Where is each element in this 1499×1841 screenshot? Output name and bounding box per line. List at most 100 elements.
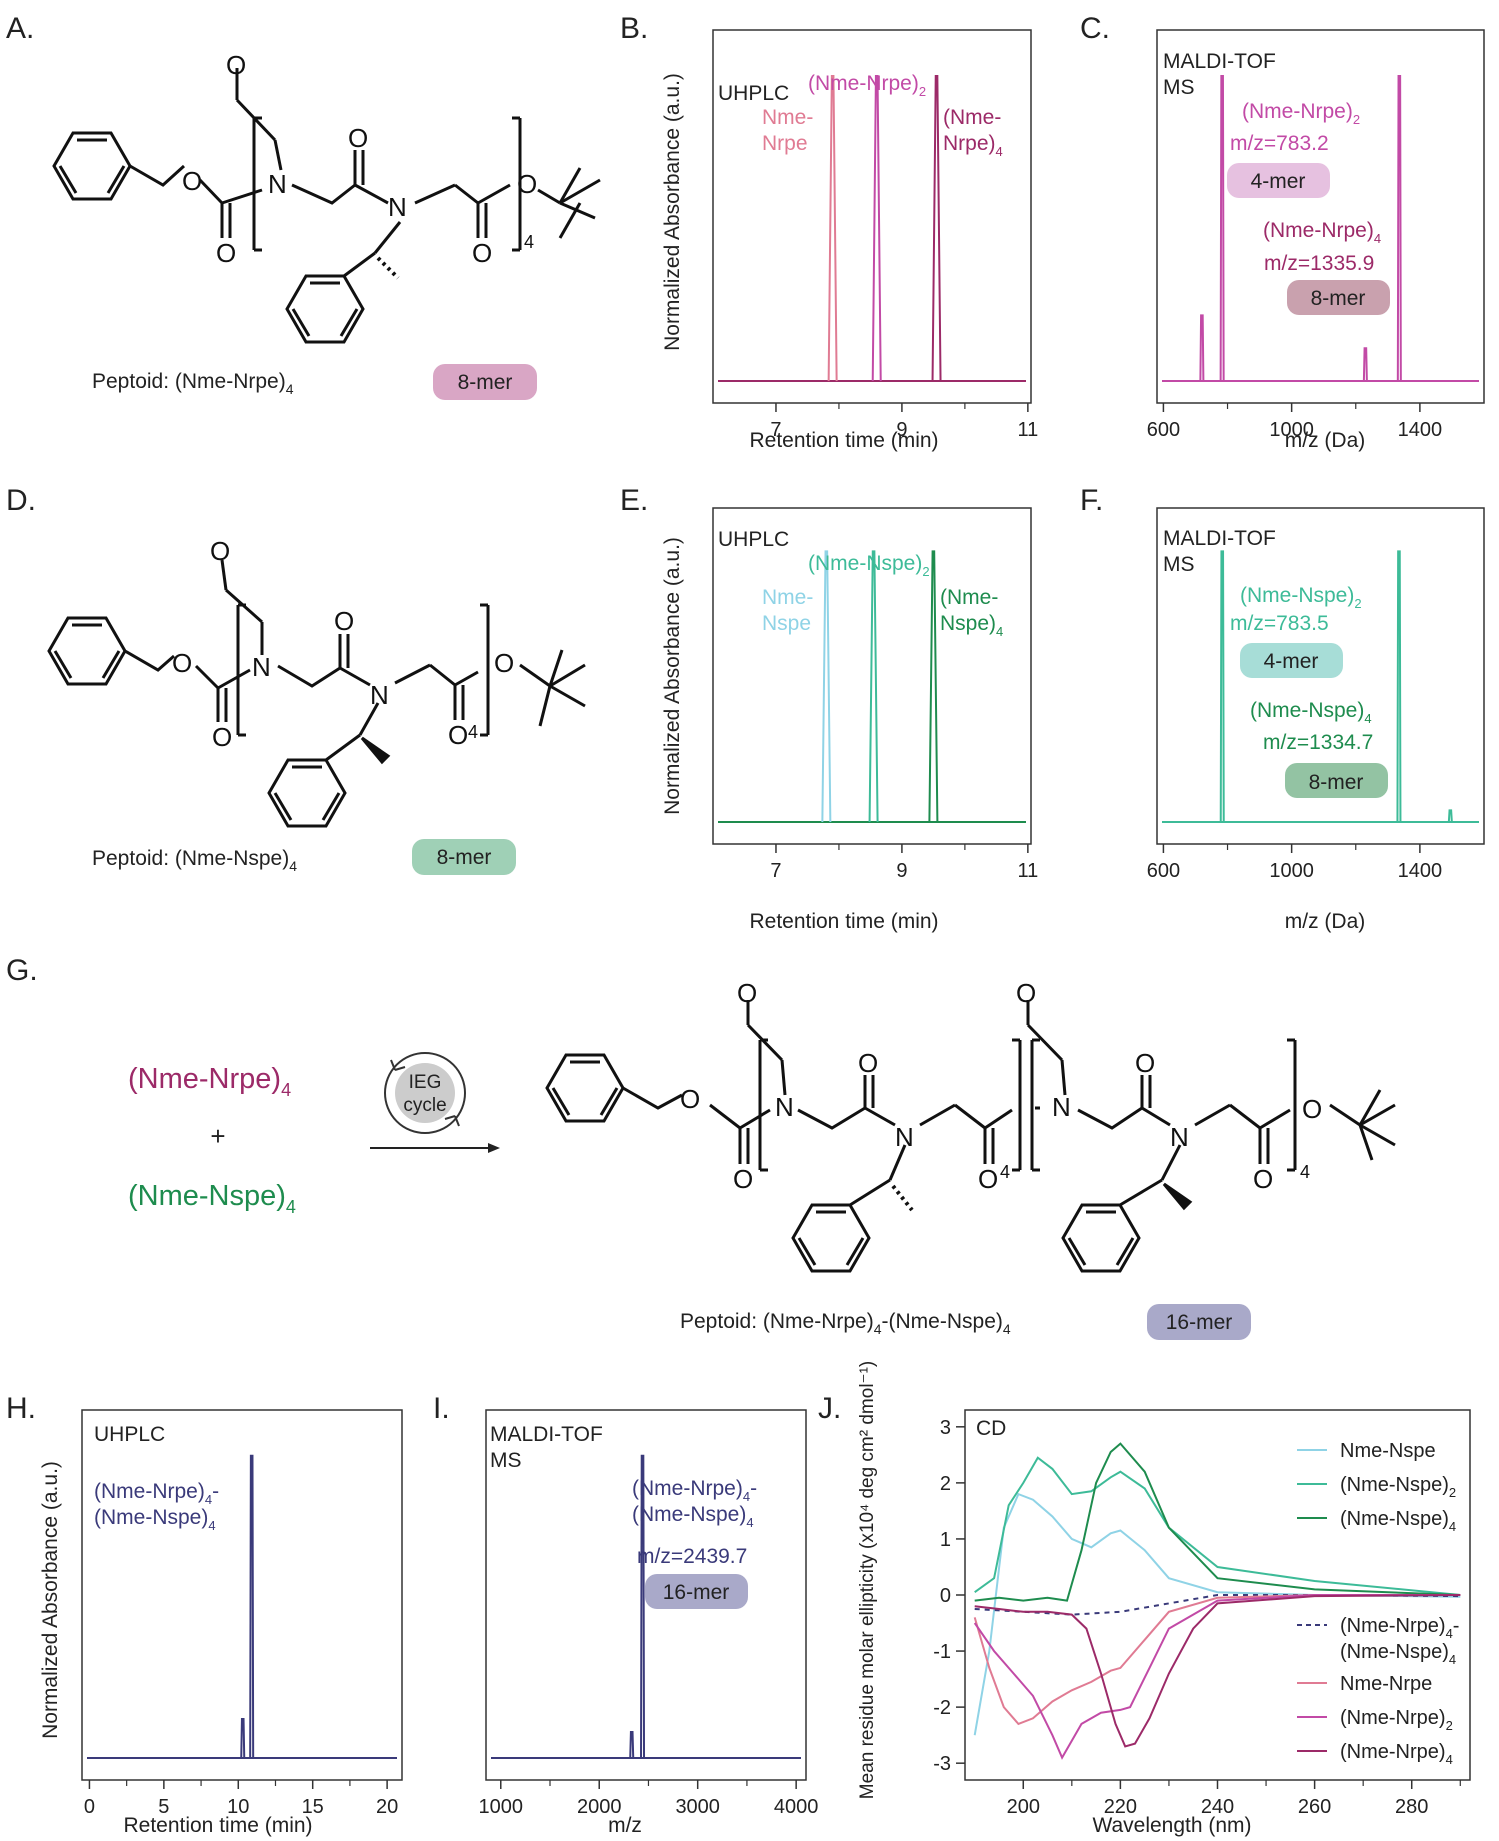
panel-letter-g: G. bbox=[6, 954, 38, 987]
x-tick-label: 10 bbox=[227, 1796, 249, 1818]
legend-label: (Nme-Nrpe)4 bbox=[1340, 1741, 1453, 1767]
label-nme-nspe-4: (Nme-Nspe)4 bbox=[940, 586, 1003, 639]
atom-o: O bbox=[472, 238, 492, 268]
structure-g bbox=[545, 1000, 1396, 1273]
x-tick-label: 11 bbox=[1017, 860, 1038, 882]
chart-c-mz2: m/z=1335.9 bbox=[1264, 252, 1374, 275]
chart-f-mz2: m/z=1334.7 bbox=[1263, 731, 1373, 754]
x-tick-label: 200 bbox=[1007, 1796, 1040, 1818]
chart-c-mz1: m/z=783.2 bbox=[1230, 132, 1329, 155]
x-tick-label: 7 bbox=[770, 419, 781, 441]
badge-f-4mer: 4-mer bbox=[1264, 650, 1319, 673]
y-tick-label: -3 bbox=[933, 1753, 951, 1775]
x-tick-label: 240 bbox=[1201, 1796, 1234, 1818]
legend-label: Nme-Nrpe bbox=[1340, 1673, 1432, 1695]
trace-peak bbox=[640, 1454, 646, 1759]
chart-c-xlabel: m/z (Da) bbox=[1285, 429, 1366, 452]
legend-label: Nme-Nspe bbox=[1340, 1440, 1436, 1462]
atom-o: O bbox=[1016, 978, 1036, 1008]
badge-c4-bg bbox=[1227, 163, 1330, 198]
cd-series-line bbox=[974, 1456, 1461, 1596]
ieg-cycle-icon: IEG cycle bbox=[384, 1052, 466, 1134]
atom-o: O bbox=[978, 1164, 998, 1194]
atom-o: O bbox=[858, 1048, 878, 1078]
chart-f-mz1: m/z=783.5 bbox=[1230, 612, 1329, 635]
repeat-subscript: 4 bbox=[468, 722, 478, 742]
badge-c-4mer: 4-mer bbox=[1251, 170, 1306, 193]
x-tick-label: 260 bbox=[1298, 1796, 1331, 1818]
chart-c-frame bbox=[1156, 29, 1485, 404]
label-nme-nspe-2: (Nme-Nspe)2 bbox=[808, 552, 930, 579]
panel-letter-a: A. bbox=[6, 12, 34, 45]
cd-series-line bbox=[974, 1442, 1461, 1602]
reactant-2: (Nme-Nspe)4 bbox=[128, 1180, 296, 1217]
x-tick-label: 3000 bbox=[675, 1796, 720, 1818]
cd-series-line bbox=[973, 1492, 1461, 1736]
panel-letter-j: J. bbox=[818, 1392, 841, 1425]
legend-label: (Nme-Nrpe)2 bbox=[1340, 1707, 1453, 1733]
chart-h-label: (Nme-Nrpe)4-(Nme-Nspe)4 bbox=[94, 1480, 219, 1533]
chart-i-frame bbox=[485, 1409, 807, 1781]
structure-g-atoms: O O N O O N O 4 N O O N O O 4 bbox=[680, 978, 1322, 1194]
trace-peak bbox=[249, 1454, 255, 1759]
ms-peak bbox=[1219, 74, 1225, 382]
chart-c-label2: (Nme-Nrpe)4 bbox=[1263, 219, 1381, 246]
legend-label: (Nme-Nrpe)4-(Nme-Nspe)4 bbox=[1340, 1615, 1459, 1667]
atom-n: N bbox=[1170, 1122, 1189, 1152]
structure-a bbox=[52, 68, 601, 344]
badge-i-bg bbox=[645, 1574, 748, 1609]
chart-i-mz: m/z=2439.7 bbox=[637, 1545, 747, 1568]
atom-n: N bbox=[895, 1122, 914, 1152]
atom-o: O bbox=[680, 1084, 700, 1114]
chromatogram-peak bbox=[931, 74, 942, 382]
atom-o: O bbox=[216, 238, 236, 268]
atom-o: O bbox=[334, 606, 354, 636]
atom-o: O bbox=[733, 1164, 753, 1194]
x-tick-label: 11 bbox=[1017, 419, 1038, 441]
atom-o: O bbox=[212, 722, 232, 752]
x-tick-label: 600 bbox=[1147, 419, 1180, 441]
chart-h-frame bbox=[81, 1409, 403, 1781]
ms-peak bbox=[1362, 347, 1368, 382]
trace-peak bbox=[629, 1731, 635, 1759]
chart-f-xlabel: m/z (Da) bbox=[1285, 910, 1366, 933]
chart-e-ylabel: Normalized Absorbance (a.u.) bbox=[661, 537, 684, 815]
chromatogram-peak bbox=[871, 74, 882, 382]
chart-f-label1: (Nme-Nspe)2 bbox=[1240, 584, 1362, 611]
panel-letter-f: F. bbox=[1080, 484, 1103, 517]
cycle-label-1: IEG bbox=[409, 1072, 442, 1093]
chart-e-title: UHPLC bbox=[718, 528, 789, 551]
x-tick-label: 600 bbox=[1147, 860, 1180, 882]
atom-o: O bbox=[348, 123, 368, 153]
chart-b-frame bbox=[712, 29, 1032, 404]
badge-d-bg bbox=[412, 839, 516, 875]
y-tick-label: 2 bbox=[940, 1473, 951, 1495]
x-tick-label: 9 bbox=[896, 860, 907, 882]
x-tick-label: 7 bbox=[770, 860, 781, 882]
ms-peak bbox=[1219, 550, 1225, 823]
badge-d: 8-mer bbox=[437, 846, 492, 869]
chart-i-label: (Nme-Nrpe)4-(Nme-Nspe)4 bbox=[632, 1477, 757, 1530]
legend-label: (Nme-Nspe)4 bbox=[1340, 1508, 1456, 1534]
atom-o: O bbox=[448, 720, 468, 750]
x-tick-label: 5 bbox=[158, 1796, 169, 1818]
chart-h-title: UHPLC bbox=[94, 1423, 165, 1446]
x-tick-label: 9 bbox=[896, 419, 907, 441]
x-tick-label: 2000 bbox=[577, 1796, 622, 1818]
label-nme-nrpe-4: (Nme-Nrpe)4 bbox=[943, 106, 1003, 159]
x-tick-label: 0 bbox=[84, 1796, 95, 1818]
chart-h-ylabel: Normalized Absorbance (a.u.) bbox=[39, 1461, 62, 1739]
badge-a-bg bbox=[433, 364, 537, 400]
badge-i-16mer: 16-mer bbox=[663, 1581, 730, 1604]
plus-sign: + bbox=[210, 1121, 225, 1151]
structure-a-atoms: O O N O O N O O 4 bbox=[182, 50, 537, 268]
chart-e-xlabel: Retention time (min) bbox=[749, 910, 938, 933]
caption-d: Peptoid: (Nme-Nspe)4 bbox=[92, 847, 297, 874]
badge-g: 16-mer bbox=[1166, 1311, 1233, 1334]
ms-peak bbox=[1396, 550, 1402, 823]
chart-b-title: UHPLC bbox=[718, 82, 789, 105]
chart-j-legend: Nme-Nspe(Nme-Nspe)2(Nme-Nspe)4(Nme-Nrpe)… bbox=[1297, 1440, 1459, 1767]
